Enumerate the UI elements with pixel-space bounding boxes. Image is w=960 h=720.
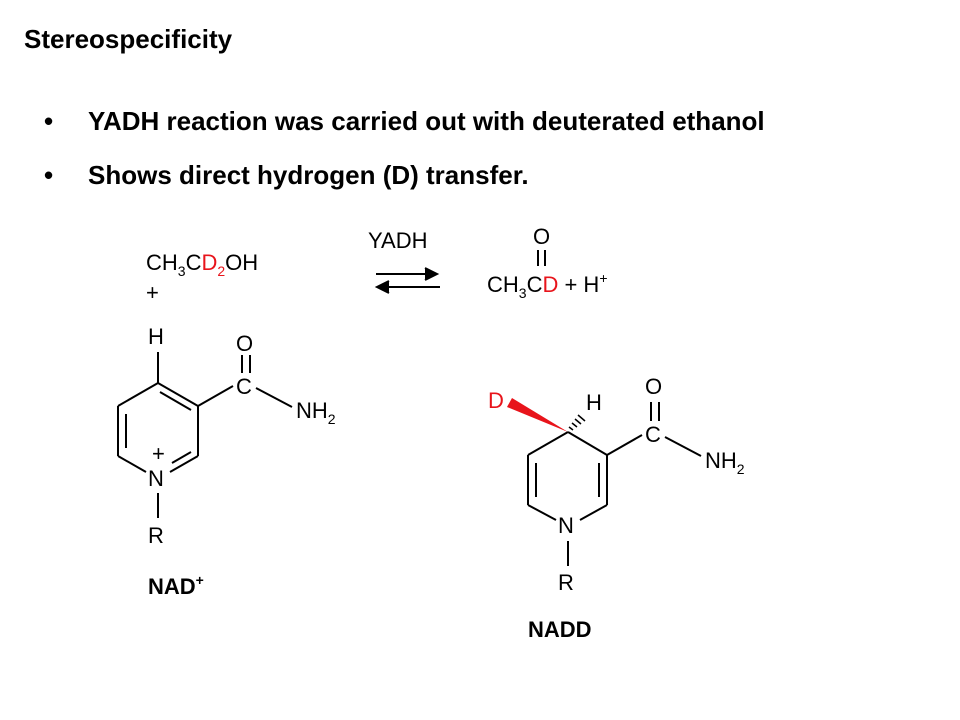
nadd-o-label: O bbox=[645, 374, 662, 399]
reactant-plus: + bbox=[146, 280, 159, 305]
enzyme-label: YADH bbox=[368, 228, 428, 253]
nad-caption: NAD+ bbox=[148, 572, 204, 599]
page-title: Stereospecificity bbox=[24, 24, 233, 54]
nadd-structure: D H O C NH2 N R bbox=[488, 374, 745, 642]
deuterium-label: D bbox=[201, 250, 217, 275]
bullet-dot-icon: • bbox=[44, 106, 54, 136]
nadd-r-label: R bbox=[558, 570, 574, 595]
product-carbonyl-bond bbox=[537, 250, 546, 266]
product-oxygen: O bbox=[533, 224, 550, 249]
reactant-formula: CH3CD2OH bbox=[146, 250, 258, 279]
nadd-c-label: C bbox=[645, 422, 661, 447]
nadd-deuterium-label: D bbox=[488, 388, 504, 413]
nad-structure: H O C NH2 + N R NAD+ bbox=[117, 324, 336, 599]
nad-o-label: O bbox=[236, 331, 253, 356]
nad-h-label: H bbox=[148, 324, 164, 349]
nad-n-plus: + bbox=[152, 441, 165, 466]
nad-r-label: R bbox=[148, 523, 164, 548]
nadd-amide-label: NH2 bbox=[705, 448, 745, 477]
nad-bonds bbox=[117, 352, 293, 518]
nadd-hashed-bond bbox=[568, 414, 586, 431]
product-formula: CH3CD + H+ bbox=[487, 270, 608, 301]
bullet-item: • Shows direct hydrogen (D) transfer. bbox=[44, 160, 529, 191]
bullet-text: Shows direct hydrogen (D) transfer. bbox=[88, 160, 529, 190]
nadd-bonds bbox=[527, 402, 702, 566]
nadd-wedge-bond bbox=[507, 398, 568, 432]
nad-amide-label: NH2 bbox=[296, 398, 336, 427]
nadd-h-label: H bbox=[586, 390, 602, 415]
nad-c-label: C bbox=[236, 374, 252, 399]
bullet-dot-icon: • bbox=[44, 160, 54, 190]
deuterium-label: D bbox=[542, 272, 558, 297]
nad-n-label: N bbox=[148, 466, 164, 491]
nadd-caption: NADD bbox=[528, 617, 592, 642]
nadd-n-label: N bbox=[558, 513, 574, 538]
bullet-item: • YADH reaction was carried out with deut… bbox=[44, 106, 765, 137]
equilibrium-arrows-icon bbox=[374, 267, 440, 294]
bullet-text: YADH reaction was carried out with deute… bbox=[88, 106, 765, 136]
